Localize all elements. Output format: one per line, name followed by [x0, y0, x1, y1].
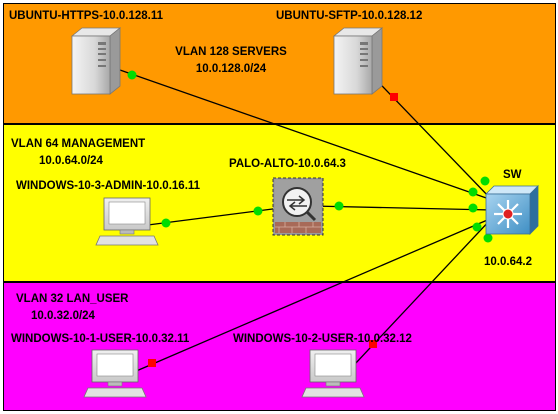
port-up-marker: [472, 222, 482, 232]
vlan-128-subnet: 10.0.128.0/24: [195, 63, 267, 75]
link-user1-switch[interactable]: [119, 217, 493, 379]
vlan-128-title: VLAN 128 SERVERS: [175, 46, 287, 58]
port-down-marker: [390, 93, 398, 101]
port-up-marker: [480, 176, 490, 186]
port-down-marker: [369, 340, 377, 348]
workstation-icon[interactable]: [95, 197, 159, 246]
user1-pc-label: WINDOWS-10-1-USER-10.0.32.11: [11, 333, 190, 345]
vlan-64-subnet: 10.0.64.0/24: [39, 155, 103, 167]
switch-ip-label: 10.0.64.2: [484, 256, 532, 268]
port-up-marker: [161, 218, 171, 228]
port-up-marker: [127, 70, 137, 80]
link-user2-switch[interactable]: [339, 217, 493, 381]
server-tower-icon[interactable]: [332, 27, 384, 95]
user2-pc-label: WINDOWS-10-2-USER-10.0.32.12: [233, 333, 412, 345]
port-markers: [127, 70, 493, 367]
workstation-icon[interactable]: [83, 349, 147, 398]
layer3-switch-icon[interactable]: [485, 185, 539, 235]
firewall-label: PALO-ALTO-10.0.64.3: [229, 158, 346, 170]
port-down-marker: [148, 359, 156, 367]
port-up-marker: [253, 206, 263, 216]
firewall-icon[interactable]: [272, 177, 324, 236]
server-tower-icon[interactable]: [70, 27, 122, 95]
https-server-label: UBUNTU-HTTPS-10.0.128.11: [9, 10, 164, 22]
vlan-32-title: VLAN 32 LAN_USER: [16, 293, 129, 305]
vlan-32-subnet: 10.0.32.0/24: [31, 310, 95, 322]
port-up-marker: [468, 203, 478, 213]
link-https-switch[interactable]: [99, 62, 493, 201]
vlan-64-title: VLAN 64 MANAGEMENT: [11, 138, 146, 150]
admin-pc-label: WINDOWS-10-3-ADMIN-10.0.16.11: [16, 180, 201, 192]
switch-label: SW: [503, 169, 522, 181]
workstation-icon[interactable]: [301, 349, 365, 398]
port-up-marker: [334, 201, 344, 211]
port-up-marker: [483, 233, 493, 243]
port-up-marker: [468, 187, 478, 197]
sftp-server-label: UBUNTU-SFTP-10.0.128.12: [276, 10, 423, 22]
